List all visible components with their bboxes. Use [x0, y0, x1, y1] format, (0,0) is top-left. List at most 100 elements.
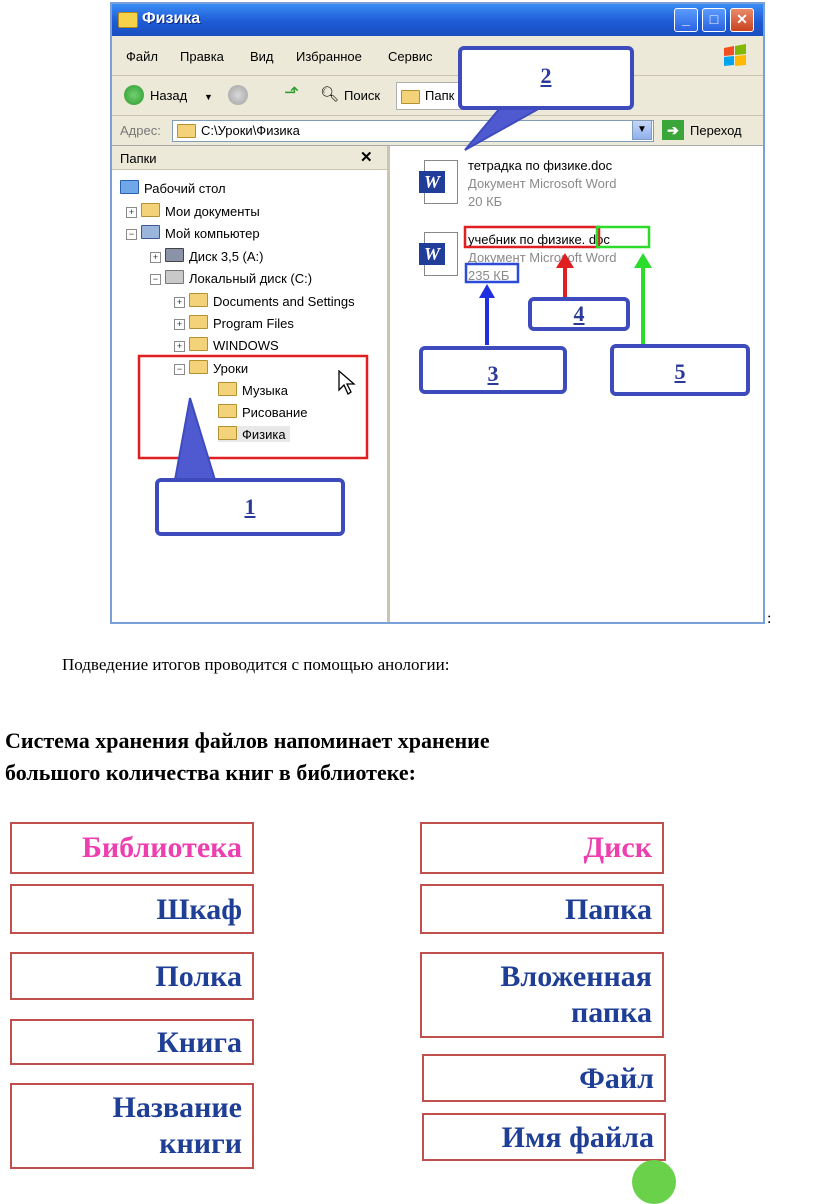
tree-item-my-documents[interactable]: +Мои документы — [126, 203, 260, 219]
callout-4: 4 — [528, 297, 630, 331]
analogy-term: Папка — [564, 893, 652, 926]
annotation-overlay — [137, 107, 652, 481]
folders-pane-title: Папки — [120, 151, 157, 166]
go-button-label[interactable]: Переход — [690, 123, 742, 138]
file-item[interactable]: W тетрадка по физике.doc Документ Micros… — [410, 158, 650, 218]
tree-item-lessons[interactable]: −Уроки — [174, 360, 248, 376]
analogy-box-shelf: Полка — [10, 952, 254, 1000]
analogy-box-file: Файл — [422, 1054, 666, 1102]
tree-item-physics-selected[interactable]: Физика — [218, 426, 290, 442]
menu-view[interactable]: Вид — [250, 49, 274, 64]
expand-icon[interactable]: + — [126, 207, 137, 218]
back-dropdown-icon[interactable]: ▼ — [204, 92, 213, 102]
arrow-3-head — [479, 284, 495, 298]
word-document-icon: W — [419, 160, 458, 204]
folder-icon — [189, 293, 208, 307]
menu-bar: Файл Правка Вид Избранное Сервис — [112, 36, 763, 76]
highlight-folder-tree — [137, 354, 369, 460]
folders-button-label: Папк — [425, 88, 455, 103]
callout-5: 5 — [610, 344, 750, 396]
analogy-term: Вложенная — [500, 960, 652, 993]
analogy-box-subfolder: Вложенная папка — [420, 952, 664, 1038]
menu-favorites[interactable]: Избранное — [296, 49, 362, 64]
file-size: 235 КБ — [468, 268, 510, 283]
highlight-file-size — [464, 262, 520, 284]
folders-toggle-button[interactable]: Папк — [396, 82, 466, 110]
minimize-button[interactable]: _ — [674, 8, 698, 32]
tree-item-desktop[interactable]: Рабочий стол — [120, 180, 226, 196]
expand-icon[interactable]: + — [174, 297, 185, 308]
analogy-term: Диск — [583, 831, 652, 864]
tree-item-program-files[interactable]: +Program Files — [174, 315, 294, 331]
folder-icon — [218, 382, 237, 396]
folder-icon — [401, 90, 420, 104]
search-icon: 🔍︎ — [320, 86, 340, 103]
close-button[interactable]: ✕ — [730, 8, 754, 32]
file-name: тетрадка по физике.doc — [468, 158, 613, 173]
tree-item-drawing[interactable]: Рисование — [218, 404, 307, 420]
collapse-icon[interactable]: − — [150, 274, 161, 285]
analogy-heading-line-1: Система хранения файлов напоминает хране… — [5, 728, 490, 753]
back-button-label[interactable]: Назад — [150, 88, 188, 103]
analogy-heading-line-2: большого количества книг в библиотеке: — [5, 760, 416, 785]
analogy-box-library: Библиотека — [10, 822, 254, 874]
analogy-term: Название — [112, 1091, 242, 1124]
folder-icon — [177, 124, 196, 138]
go-arrow-icon[interactable]: ➔ — [662, 120, 684, 140]
menu-file[interactable]: Файл — [126, 49, 158, 64]
folder-icon — [141, 203, 160, 217]
summary-caption: Подведение итогов проводится с помощью а… — [62, 655, 450, 674]
collapse-icon[interactable]: − — [126, 229, 137, 240]
search-button-label[interactable]: Поиск — [344, 88, 381, 103]
expand-icon[interactable]: + — [150, 252, 161, 263]
expand-icon[interactable]: + — [174, 319, 185, 330]
explorer-window: Физика _ □ ✕ Файл Правка Вид Избранное С… — [110, 2, 765, 624]
highlight-file-name — [463, 225, 601, 249]
title-bar: Физика _ □ ✕ — [112, 4, 763, 36]
analogy-box-book-title: Название книги — [10, 1083, 254, 1169]
analogy-term-line-2: папка — [570, 996, 652, 1029]
forward-arrow-icon[interactable] — [228, 85, 248, 105]
file-type: Документ Microsoft Word — [468, 250, 617, 265]
collapse-icon[interactable]: − — [174, 364, 185, 375]
arrow-5-head — [634, 253, 652, 268]
callout-2: 2 — [458, 46, 634, 110]
windows-logo-icon — [724, 44, 746, 66]
address-input[interactable]: C:\Уроки\Физика — [172, 120, 654, 142]
tree-item-windows[interactable]: +WINDOWS — [174, 337, 279, 353]
file-size: 20 КБ — [468, 194, 503, 209]
expand-icon[interactable]: + — [174, 341, 185, 352]
file-item[interactable]: W учебник по физике. doc Документ Micros… — [410, 230, 670, 290]
highlight-file-extension — [595, 225, 651, 249]
word-document-icon: W — [419, 232, 458, 276]
tree-item-documents-and-settings[interactable]: +Documents and Settings — [174, 293, 355, 309]
tree-item-local-disk[interactable]: −Локальный диск (C:) — [150, 270, 312, 286]
tree-item-music[interactable]: Музыка — [218, 382, 288, 398]
callout-1-pointer — [173, 397, 217, 481]
analogy-box-file-name: Имя файла — [422, 1113, 666, 1161]
decorative-green-circle — [632, 1160, 676, 1204]
tree-item-my-computer[interactable]: −Мой компьютер — [126, 225, 260, 241]
trailing-colon: : — [767, 610, 772, 627]
folders-pane-close-button[interactable]: ✕ — [360, 149, 373, 166]
analogy-term: Имя файла — [501, 1121, 654, 1154]
folder-icon — [189, 337, 208, 351]
arrow-4-head — [556, 253, 574, 268]
up-folder-icon[interactable]: ⬏ — [284, 82, 300, 102]
address-dropdown-icon[interactable]: ▼ — [632, 120, 652, 140]
floppy-drive-icon — [165, 248, 184, 262]
back-arrow-icon[interactable] — [124, 85, 144, 105]
menu-edit[interactable]: Правка — [180, 49, 224, 64]
maximize-button[interactable]: □ — [702, 8, 726, 32]
analogy-box-disk: Диск — [420, 822, 664, 874]
tree-item-floppy[interactable]: +Диск 3,5 (A:) — [150, 248, 264, 264]
analogy-term: Библиотека — [82, 831, 242, 864]
callout-1: 1 — [155, 478, 345, 536]
address-label: Адрес: — [120, 123, 161, 138]
file-type: Документ Microsoft Word — [468, 176, 617, 191]
analogy-box-book: Книга — [10, 1019, 254, 1065]
analogy-box-bookcase: Шкаф — [10, 884, 254, 934]
menu-tools[interactable]: Сервис — [388, 49, 433, 64]
callout-3: 3 — [419, 346, 567, 394]
toolbar: Назад ▼ ⬏ 🔍︎ Поиск Папк — [112, 76, 763, 116]
